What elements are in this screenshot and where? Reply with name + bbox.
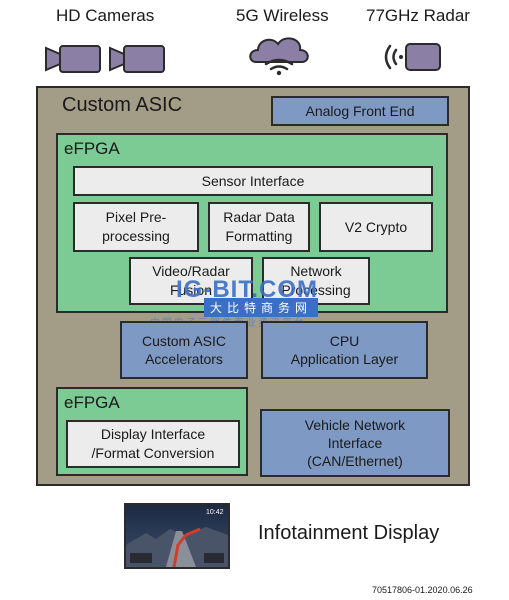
vehicle-network-interface-block: Vehicle Network Interface (CAN/Ethernet): [260, 409, 450, 477]
radar-data-formatting-block: Radar Data Formatting: [208, 202, 310, 252]
sensor-interface-block: Sensor Interface: [73, 166, 433, 196]
cpu-application-layer-block: CPU Application Layer: [261, 321, 428, 379]
v2-crypto-block: V2 Crypto: [319, 202, 433, 252]
cloud-wireless-icon: [246, 32, 312, 76]
analog-front-end-block: Analog Front End: [271, 96, 449, 126]
custom-asic-accelerators-block: Custom ASIC Accelerators: [120, 321, 248, 379]
5g-wireless-label: 5G Wireless: [236, 6, 329, 26]
infotainment-display-label: Infotainment Display: [258, 522, 439, 545]
radar-icon: [380, 40, 444, 74]
hd-cameras-label: HD Cameras: [56, 6, 154, 26]
pixel-preprocessing-block: Pixel Pre- processing: [73, 202, 199, 252]
figure-code: 70517806-01.2020.06.26: [372, 585, 473, 595]
navigation-screen-icon: 10:42: [126, 505, 228, 567]
display-interface-block: Display Interface /Format Conversion: [66, 420, 240, 468]
efpga-top-title: eFPGA: [64, 139, 120, 159]
infotainment-display-image: 10:42: [124, 503, 230, 569]
custom-asic-title: Custom ASIC: [62, 94, 182, 117]
radar-label: 77GHz Radar: [366, 6, 470, 26]
display-time: 10:42: [206, 509, 224, 516]
efpga-bottom-title: eFPGA: [64, 393, 120, 413]
camera-icon: [44, 42, 172, 74]
